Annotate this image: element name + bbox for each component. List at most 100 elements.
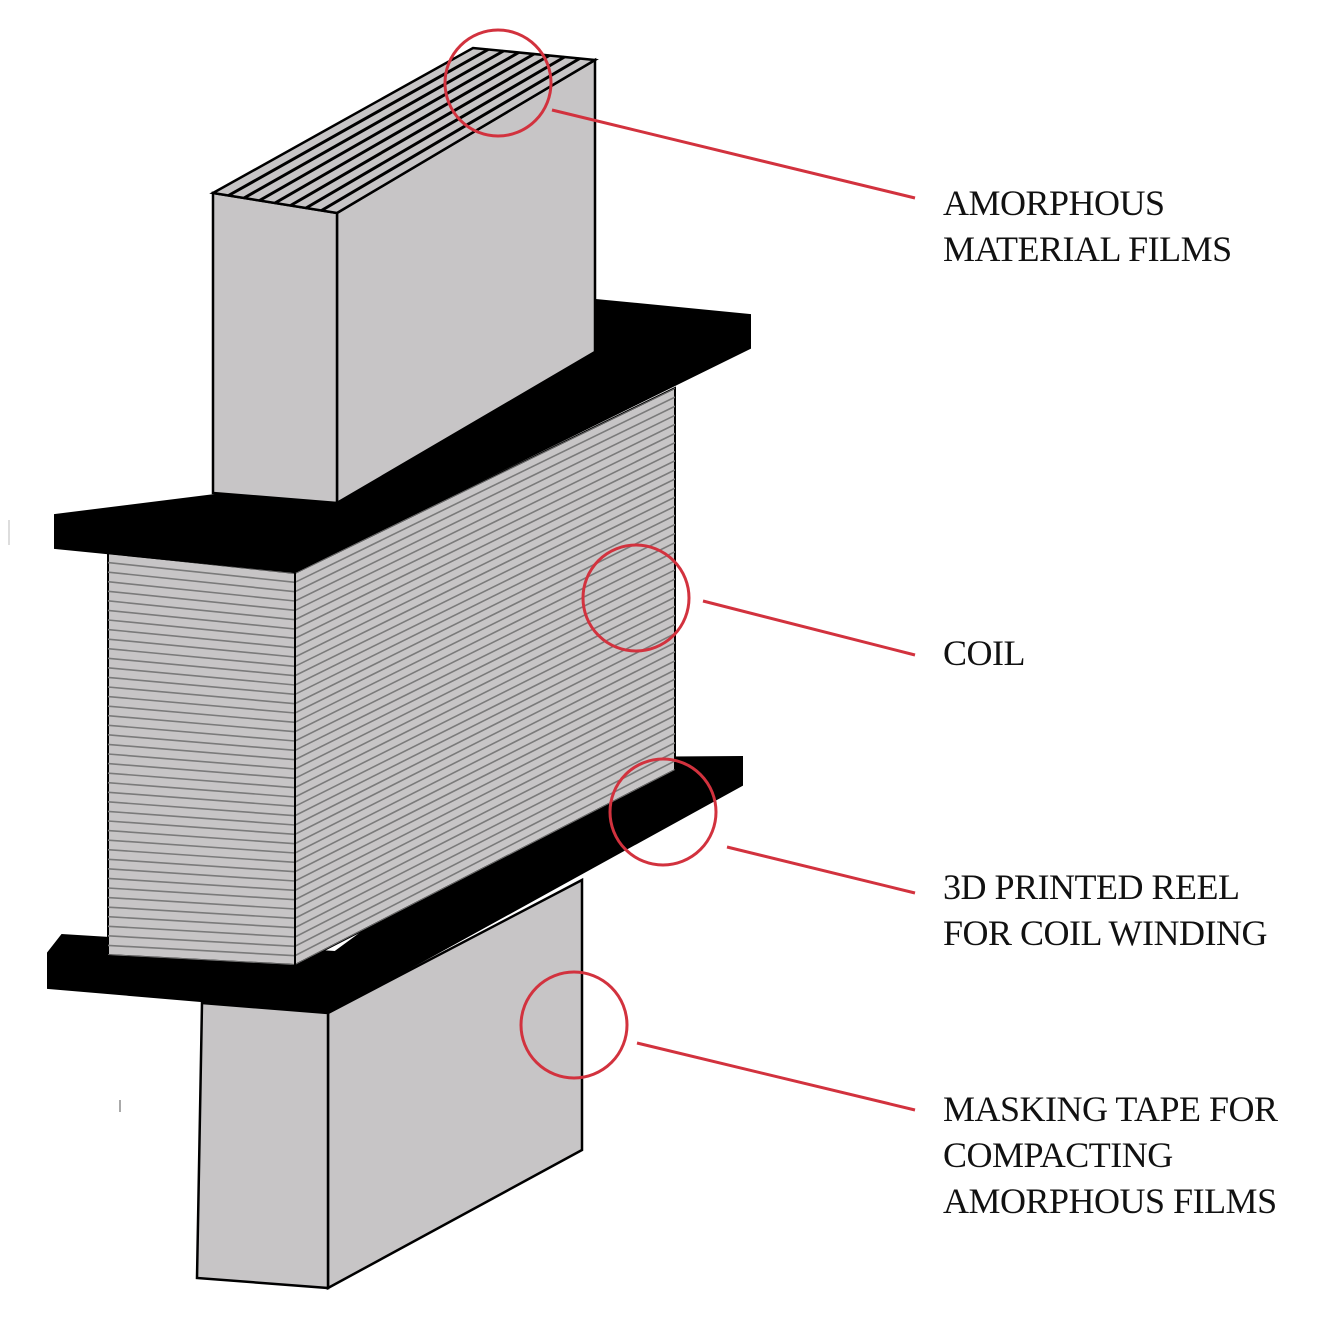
coil-turn: [108, 915, 295, 929]
coil-turn: [295, 469, 675, 658]
label-amorphous-material-films: AMORPHOUS MATERIAL FILMS: [943, 180, 1232, 272]
label-line: COMPACTING: [943, 1135, 1173, 1175]
coil-turn: [295, 660, 675, 854]
coil-turn: [108, 877, 295, 892]
coil-turn: [295, 396, 675, 584]
coil-turn: [295, 678, 675, 873]
coil-turn: [108, 781, 295, 798]
coil-turn: [108, 619, 295, 640]
coil-turn: [108, 657, 295, 677]
coil-turn: [108, 896, 295, 910]
coil-turn: [108, 925, 295, 938]
coil-turn: [295, 460, 675, 649]
coil-turn: [108, 590, 295, 612]
film-layer: [243, 49, 505, 200]
film-layer: [274, 52, 535, 205]
leader-line-tape: [636, 1041, 916, 1112]
leader-line-films: [551, 108, 916, 200]
coil-turn: [295, 450, 675, 640]
coil-turn: [108, 609, 295, 630]
coil-turn: [108, 801, 295, 817]
coil-turn: [295, 596, 675, 789]
coil-turn: [108, 858, 295, 873]
coil-turn: [108, 647, 295, 668]
coil-turn: [108, 935, 295, 948]
leader-lines: [551, 108, 916, 1112]
coil-turn: [295, 505, 675, 696]
coil-side-turns: [295, 388, 675, 965]
coil-turn: [295, 742, 675, 938]
callout-circle-films: [443, 28, 553, 138]
coil-turn: [108, 848, 295, 864]
coil-turn: [295, 423, 675, 612]
coil-turn: [108, 944, 295, 957]
coil-turn: [295, 550, 675, 742]
leader-line-coil: [702, 599, 916, 657]
film-layer: [305, 55, 566, 210]
leader-line-reel: [726, 845, 916, 895]
coil-turn: [295, 578, 675, 770]
coil-turn: [295, 541, 675, 733]
coil-turn: [295, 605, 675, 798]
callout-circle-reel: [608, 757, 718, 867]
film-layer: [320, 57, 581, 212]
coil-turn: [108, 714, 295, 733]
coil-turn: [295, 496, 675, 686]
coil-turn: [108, 695, 295, 714]
film-layer: [258, 51, 520, 202]
coil-turn: [108, 772, 295, 789]
coil-turn: [108, 600, 295, 621]
coil-turn: [295, 414, 675, 602]
coil-turn: [295, 560, 675, 752]
coil-turn: [108, 580, 295, 602]
label-coil: COIL: [943, 630, 1026, 676]
lower-core-front-face: [195, 1001, 330, 1290]
coil-turn: [295, 523, 675, 714]
label-line: MATERIAL FILMS: [943, 229, 1232, 269]
coil-turn: [295, 569, 675, 761]
coil-turn: [108, 667, 295, 686]
coil-turn: [108, 628, 295, 649]
coil-turn: [295, 632, 675, 826]
coil-turn: [295, 669, 675, 864]
coil-turn: [108, 820, 295, 836]
label-line: COIL: [943, 633, 1026, 673]
coil-turn: [295, 732, 675, 929]
coil-turn: [295, 432, 675, 621]
label-line: AMORPHOUS FILMS: [943, 1181, 1277, 1221]
amorphous-film-layers: [227, 48, 581, 212]
coil-turn: [295, 532, 675, 724]
coil-turn: [108, 753, 295, 770]
label-masking-tape: MASKING TAPE FOR COMPACTING AMORPHOUS FI…: [943, 1086, 1278, 1224]
callout-circle-tape: [519, 970, 629, 1080]
label-line: FOR COIL WINDING: [943, 913, 1267, 953]
coil-turn: [108, 705, 295, 724]
label-line: MASKING TAPE FOR: [943, 1089, 1278, 1129]
coil-turn: [295, 641, 675, 836]
coil-turn: [295, 705, 675, 901]
coil-turn: [295, 723, 675, 920]
label-line: 3D PRINTED REEL: [943, 867, 1240, 907]
upper-core-front-face: [211, 191, 339, 505]
coil-turn: [108, 571, 295, 593]
coil-turn: [295, 514, 675, 705]
coil-turn: [295, 651, 675, 845]
coil-turn: [295, 687, 675, 882]
coil-turn: [295, 441, 675, 630]
coil-turn: [295, 623, 675, 817]
coil-turn: [108, 638, 295, 658]
callouts: [443, 28, 718, 1080]
coil-turn: [108, 762, 295, 780]
coil-turn: [295, 405, 675, 593]
coil-turn: [108, 906, 295, 920]
coil-turn: [108, 868, 295, 882]
coil-turn: [108, 791, 295, 808]
coil-turn: [295, 487, 675, 677]
callout-circle-coil: [581, 543, 691, 653]
coil-turn: [108, 887, 295, 901]
coil-turn: [295, 760, 675, 957]
coil-turn: [108, 734, 295, 752]
coil-turn: [108, 561, 295, 584]
coil-turn: [108, 686, 295, 705]
coil-turn: [295, 696, 675, 892]
